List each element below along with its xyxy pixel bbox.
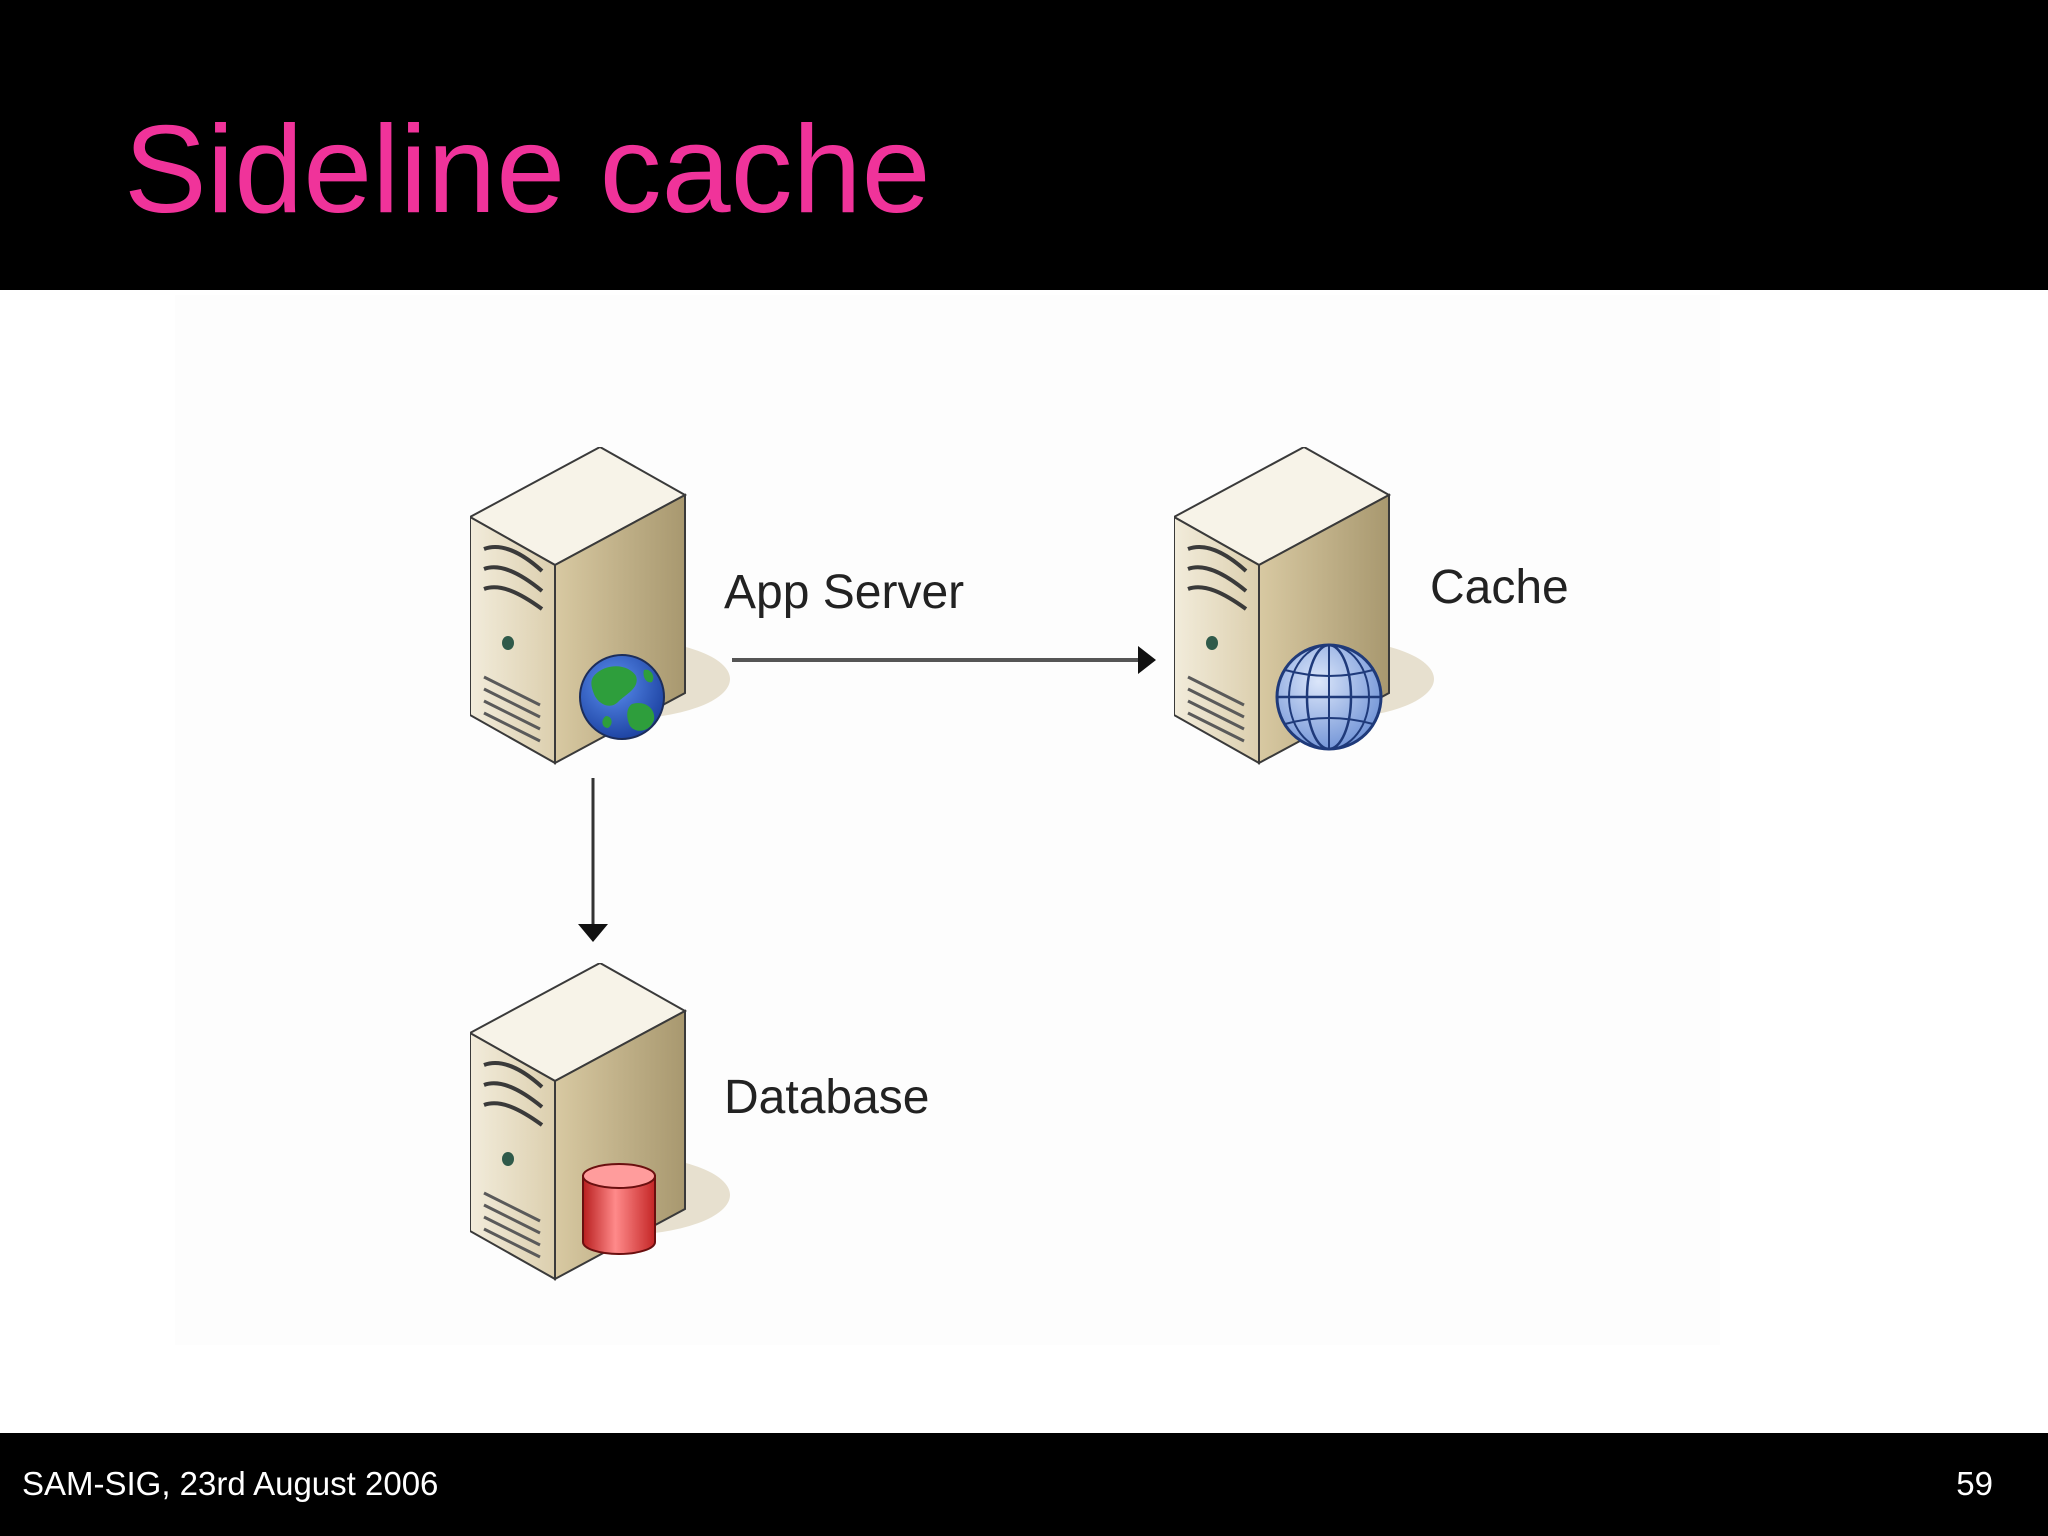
- database-node: Database: [470, 963, 929, 1281]
- app-server-node: App Server: [470, 447, 964, 765]
- wireframe-globe-icon: [1275, 643, 1383, 751]
- footer-bar: [0, 1433, 2048, 1536]
- database-label: Database: [724, 1071, 929, 1124]
- cache-node: Cache: [1174, 447, 1569, 765]
- diagram-canvas: [175, 295, 1720, 1345]
- footer-text: SAM-SIG, 23rd August 2006: [22, 1465, 439, 1502]
- arrowhead-down-icon: [578, 924, 608, 942]
- page-number: 59: [1956, 1465, 1993, 1502]
- database-cylinder-icon: [582, 1163, 656, 1255]
- cache-label: Cache: [1430, 561, 1569, 614]
- edge-app-server-to-cache: [732, 646, 1156, 674]
- globe-icon: [579, 654, 665, 740]
- arrowhead-right-icon: [1138, 646, 1156, 674]
- edge-app-server-to-database: [578, 778, 608, 942]
- slide-title: Sideline cache: [124, 101, 931, 239]
- app-server-label: App Server: [724, 566, 964, 619]
- title-bar: [0, 0, 2048, 290]
